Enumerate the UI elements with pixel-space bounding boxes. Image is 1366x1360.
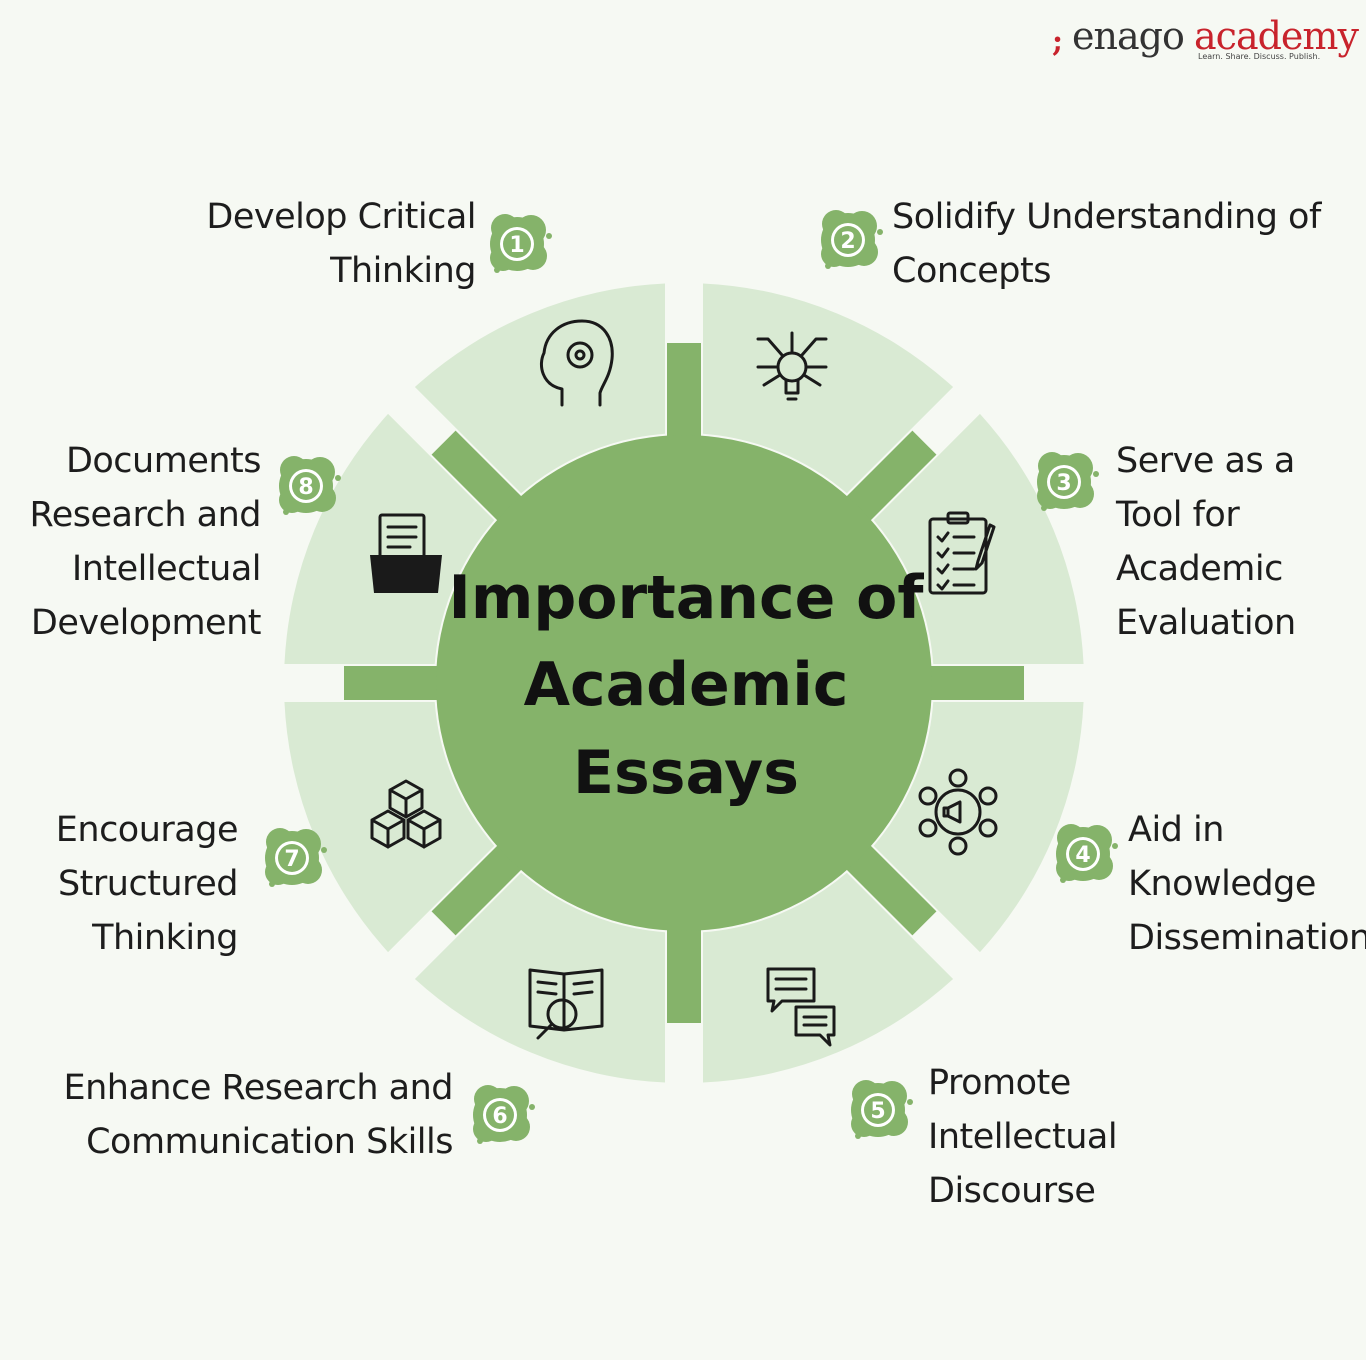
network-megaphone-icon: [918, 768, 998, 856]
item-7-line-1: Encourage: [55, 810, 239, 850]
brain-gear-icon: [539, 319, 614, 407]
center-title-line-2: Academic: [524, 650, 849, 720]
item-3-line-3: Academic: [1116, 549, 1283, 589]
badge-4: 4: [1056, 824, 1118, 883]
logo-tagline: Learn. Share. Discuss. Publish.: [1198, 52, 1321, 61]
center-title-line-3: Essays: [573, 738, 799, 808]
item-8-label: Documents Research and Intellectual Deve…: [29, 434, 261, 650]
item-7-line-3: Thinking: [92, 918, 238, 958]
badge-8-number: 8: [298, 475, 313, 500]
item-6-label: Enhance Research and Communication Skill…: [63, 1061, 453, 1169]
item-8-line-4: Development: [30, 603, 262, 643]
item-5-line-2: Intellectual: [928, 1117, 1118, 1157]
badge-1-number: 1: [509, 233, 524, 258]
badge-1: 1: [490, 214, 552, 273]
item-4-line-3: Dissemination: [1128, 918, 1366, 958]
file-folder-icon: [370, 513, 442, 593]
badge-6-number: 6: [492, 1104, 507, 1129]
badge-3: 3: [1037, 452, 1099, 511]
item-5-label: Promote Intellectual Discourse: [928, 1056, 1118, 1218]
badge-6: 6: [473, 1085, 535, 1144]
enago-academy-logo: ; enago academy Learn. Share. Discuss. P…: [1052, 12, 1359, 64]
segment-3: [873, 413, 1084, 664]
badge-3-number: 3: [1056, 471, 1071, 496]
segment-1: [414, 283, 665, 494]
item-6-line-1: Enhance Research and: [63, 1068, 453, 1108]
segment-8: [284, 413, 495, 664]
book-magnifier-icon: [528, 968, 604, 1040]
item-1-label: Develop Critical Thinking: [206, 190, 476, 298]
item-1-line-2: Thinking: [330, 251, 476, 291]
badge-5: 5: [851, 1080, 913, 1139]
badge-7-number: 7: [284, 847, 299, 872]
item-2-label: Solidify Understanding of Concepts: [892, 190, 1321, 298]
lightbulb-circuit-icon: [756, 331, 828, 401]
logo-mark: ;: [1052, 24, 1064, 59]
center-circle: [436, 435, 932, 931]
center-title-line-1: Importance of: [449, 563, 925, 633]
item-7-line-2: Structured: [57, 864, 239, 904]
item-8-line-1: Documents: [65, 441, 262, 481]
item-4-line-2: Knowledge: [1128, 864, 1316, 904]
item-2-line-2: Concepts: [892, 251, 1051, 291]
item-7-label: Encourage Structured Thinking: [55, 803, 239, 965]
item-8-line-2: Research and: [29, 495, 261, 535]
badge-8: 8: [279, 456, 341, 515]
badge-4-number: 4: [1075, 843, 1090, 868]
segment-2: [703, 283, 954, 494]
item-3-line-4: Evaluation: [1116, 603, 1296, 643]
item-2-line-1: Solidify Understanding of: [892, 197, 1321, 237]
segment-6: [414, 872, 665, 1083]
item-5-line-1: Promote: [928, 1063, 1071, 1103]
clipboard-checklist-icon: [928, 511, 996, 595]
item-4-line-1: Aid in: [1128, 810, 1224, 850]
badge-2-number: 2: [840, 229, 855, 254]
item-3-line-2: Tool for: [1116, 495, 1240, 535]
item-8-line-3: Intellectual: [71, 549, 262, 589]
item-5-line-3: Discourse: [928, 1171, 1096, 1211]
item-3-label: Serve as a Tool for Academic Evaluation: [1116, 434, 1296, 650]
badge-2: 2: [821, 210, 883, 269]
badge-7: 7: [265, 828, 327, 887]
stacked-cubes-icon: [370, 779, 442, 849]
chat-bubbles-icon: [766, 967, 836, 1047]
item-3-line-1: Serve as a: [1116, 441, 1295, 481]
segment-5: [703, 872, 954, 1083]
item-1-line-1: Develop Critical: [206, 197, 476, 237]
item-6-line-2: Communication Skills: [86, 1122, 453, 1162]
logo-name-part2: academy: [1194, 14, 1359, 58]
logo-name-part1: enago: [1072, 14, 1185, 58]
item-4-label: Aid in Knowledge Dissemination: [1128, 803, 1366, 965]
badge-5-number: 5: [870, 1099, 885, 1124]
